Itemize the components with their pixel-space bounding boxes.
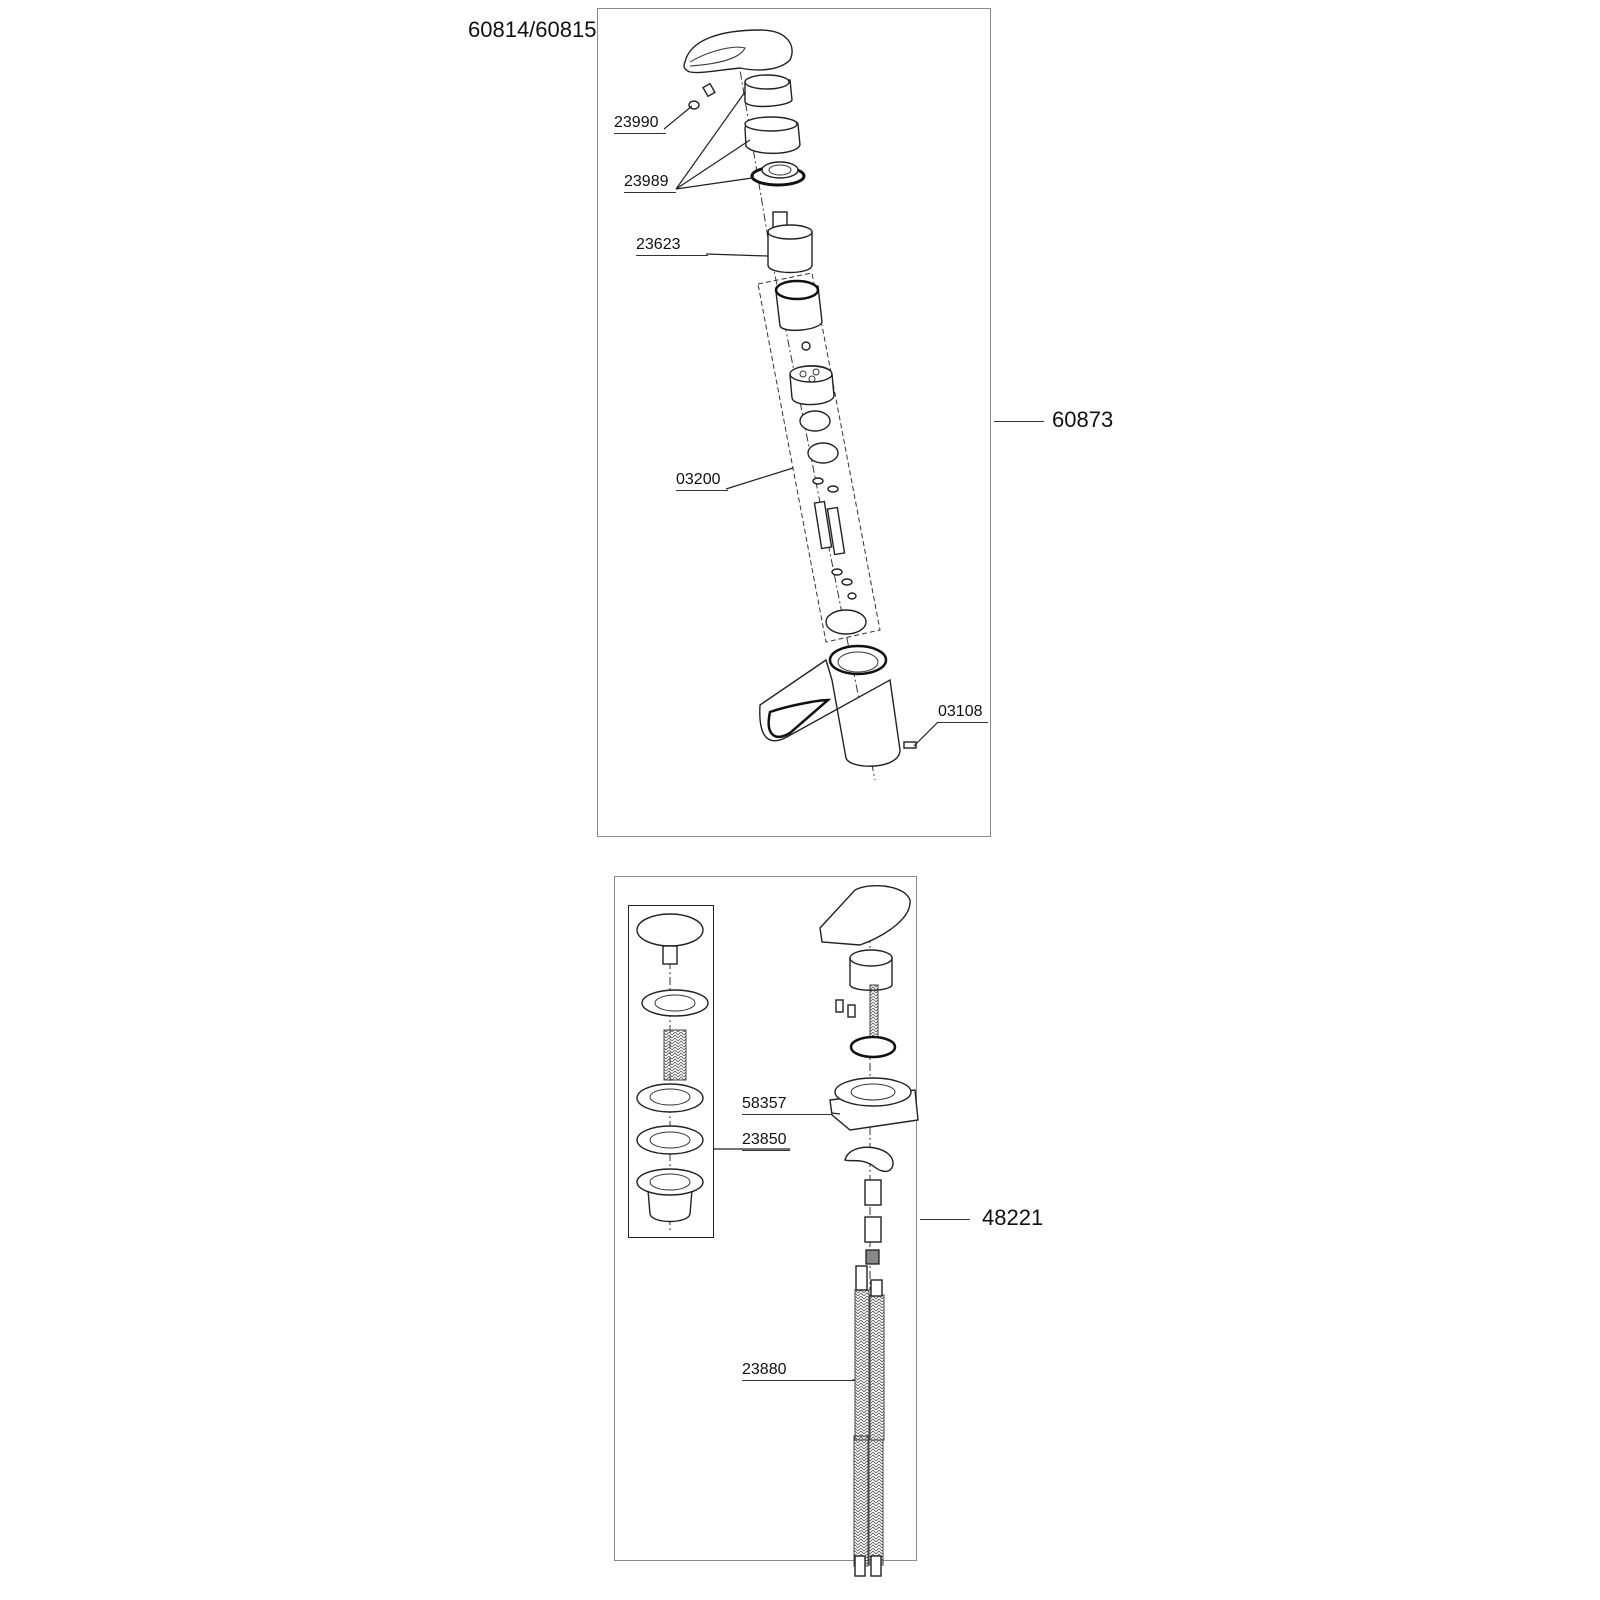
oring-small-icon bbox=[841, 578, 853, 586]
leader-58357 bbox=[831, 1112, 841, 1115]
lower-assembly-leader-line bbox=[920, 1219, 970, 1220]
leader-23623 bbox=[705, 253, 769, 257]
oring-base-icon bbox=[825, 609, 867, 635]
lower-handle-icon bbox=[819, 885, 911, 946]
horseshoe-washer-icon bbox=[844, 1146, 894, 1173]
lower-assembly-frame bbox=[614, 876, 917, 1561]
popup-stopper-icon bbox=[636, 913, 704, 965]
handle-lever-icon bbox=[683, 29, 793, 74]
base-gasket-icon bbox=[849, 1035, 897, 1059]
faucet-spout-body-icon bbox=[759, 644, 901, 767]
drain-washer-1-icon bbox=[636, 1083, 704, 1113]
spacer-tube-2-icon bbox=[864, 1216, 882, 1243]
valve-sleeve-icon bbox=[774, 279, 823, 332]
oring-small-icon bbox=[812, 477, 824, 485]
leader-23990 bbox=[663, 105, 693, 130]
part-label-03200[interactable]: 03200 bbox=[676, 471, 728, 491]
oring-large-2-icon bbox=[807, 442, 839, 464]
oring-large-1-icon bbox=[799, 410, 831, 432]
leader-23989 bbox=[675, 91, 753, 190]
cartridge-icon bbox=[767, 211, 813, 274]
upper-assembly-leader-line bbox=[994, 421, 1044, 422]
stem-cartridge-icon bbox=[849, 949, 893, 991]
upper-assembly-frame bbox=[597, 8, 991, 837]
handle-adapter-icon bbox=[744, 74, 793, 108]
valve-body-icon bbox=[789, 365, 835, 406]
oring-small-icon bbox=[831, 568, 843, 576]
part-label-23850[interactable]: 23850 bbox=[742, 1131, 790, 1151]
small-oring-icon bbox=[801, 341, 811, 351]
drain-assembly-box bbox=[628, 905, 714, 1238]
part-label-58357[interactable]: 58357 bbox=[742, 1095, 834, 1115]
leader-03108 bbox=[913, 721, 939, 747]
oring-small-icon bbox=[847, 592, 857, 600]
part-label-23623[interactable]: 23623 bbox=[636, 236, 708, 256]
drain-washer-2-icon bbox=[636, 1125, 704, 1155]
oring-small-icon bbox=[827, 485, 839, 493]
check-valve-pair-icon bbox=[813, 500, 846, 556]
part-label-23989[interactable]: 23989 bbox=[624, 173, 676, 193]
kit-boundary-03200 bbox=[757, 272, 881, 643]
cover-dome-icon bbox=[744, 116, 801, 155]
part-label-23880[interactable]: 23880 bbox=[742, 1361, 854, 1381]
set-screw-03108-icon bbox=[903, 741, 917, 749]
part-label-03108[interactable]: 03108 bbox=[938, 703, 988, 723]
mounting-nut-58357-icon bbox=[829, 1077, 919, 1131]
hex-nut-icon bbox=[865, 1249, 880, 1265]
model-number-title: 60814/60815 bbox=[468, 17, 597, 42]
part-label-23990[interactable]: 23990 bbox=[614, 114, 666, 134]
upper-assembly-number: 60873 bbox=[1052, 407, 1114, 432]
drain-tailpiece-icon bbox=[636, 1168, 704, 1223]
leader-03200 bbox=[725, 467, 794, 490]
spacer-tube-1-icon bbox=[864, 1179, 882, 1206]
bonnet-nut-icon bbox=[750, 161, 806, 187]
drain-body-icon bbox=[641, 989, 709, 1081]
lower-assembly-number: 48221 bbox=[982, 1205, 1044, 1230]
supply-hoses-icon bbox=[853, 1265, 885, 1577]
